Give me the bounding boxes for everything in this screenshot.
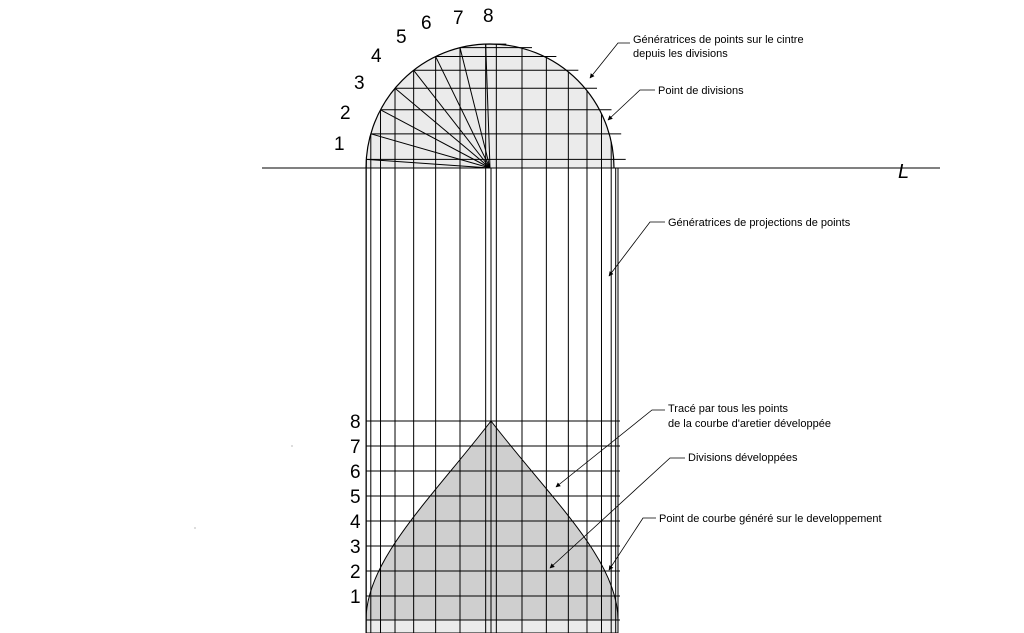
top-number-1: 1 (334, 134, 345, 155)
radial-line (380, 109, 491, 169)
division-radials (366, 44, 491, 169)
radial-line (459, 47, 491, 169)
side-number-8: 8 (350, 412, 361, 433)
annotation-line: Point de courbe généré sur le developpem… (659, 513, 882, 525)
annotation-point-divisions: Point de divisions (658, 85, 744, 97)
annotation-line: Divisions développées (688, 452, 798, 464)
annotation-generatrices-projections: Génératrices de projections de points (668, 217, 851, 229)
side-number-3: 3 (350, 537, 361, 558)
radial-line (366, 158, 491, 169)
annotation-trace: Tracé par tous les points de la courbe d… (668, 403, 831, 430)
top-number-5: 5 (396, 27, 407, 48)
top-number-7: 7 (453, 8, 464, 29)
stray-dot (194, 527, 196, 529)
side-number-4: 4 (350, 512, 361, 533)
semicircle-fill (366, 44, 614, 168)
annotation-generatrices-centre: Génératrices de points sur le cintre dep… (633, 34, 804, 60)
leader-lines (549, 42, 685, 571)
annotation-line: Génératrices de projections de points (668, 217, 851, 229)
top-number-4: 4 (371, 46, 382, 67)
annotation-line: de la courbe d'aretier développée (668, 418, 831, 430)
annotation-divisions-developpees: Divisions développées (688, 452, 798, 464)
annotation-line: Génératrices de points sur le cintre (633, 34, 804, 46)
side-number-5: 5 (350, 487, 361, 508)
radial-line (370, 133, 491, 169)
projection-verticals (365, 44, 619, 633)
side-number-7: 7 (350, 437, 361, 458)
radial-line (394, 87, 491, 169)
annotation-line: depuis les divisions (633, 48, 728, 60)
annotation-line: Tracé par tous les points (668, 403, 789, 415)
division-horizontals-top (366, 43, 626, 160)
annotation-point-courbe: Point de courbe généré sur le developpem… (659, 513, 882, 525)
radial-line (485, 44, 491, 169)
stray-dot (291, 445, 293, 447)
side-number-2: 2 (350, 562, 361, 583)
baseline-mark: L (898, 161, 909, 183)
side-number-1: 1 (350, 587, 361, 608)
annotation-line: Point de divisions (658, 85, 744, 97)
top-number-2: 2 (340, 103, 351, 124)
radial-line (435, 56, 491, 169)
side-number-6: 6 (350, 462, 361, 483)
division-horizontals-bottom (366, 420, 620, 621)
top-number-8: 8 (483, 6, 494, 27)
top-number-3: 3 (354, 73, 365, 94)
radial-line (413, 69, 491, 169)
top-number-6: 6 (421, 13, 432, 34)
bottom-strip (365, 619, 619, 633)
